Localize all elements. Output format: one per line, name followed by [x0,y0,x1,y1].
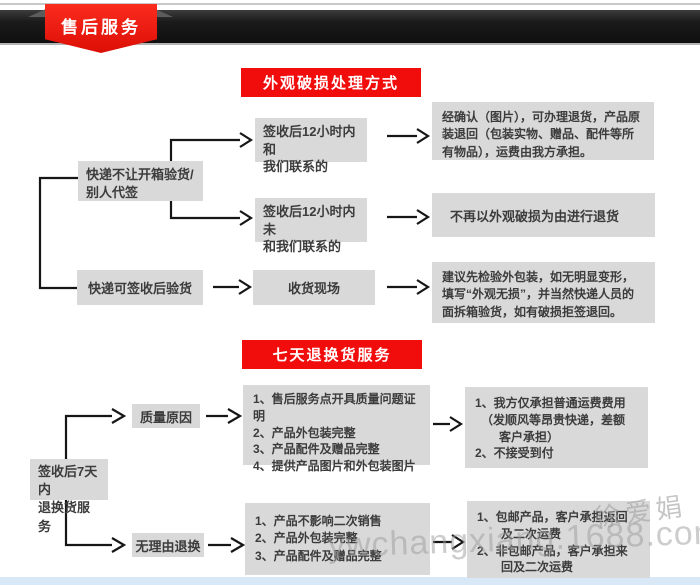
flow-node-check-packaging-advice: 建议先检验外包装，如无明显变形，填写“外观无损”，并当然快递人员的面拆箱验货，如… [432,262,655,323]
flow-node-no-return-for-damage: 不再以外观破损为由进行退货 [432,193,655,237]
flow-node-no-reason-return: 无理由退换 [132,533,204,557]
flow-node-no-contact-within-12h: 签收后12小时内未 和我们联系的 [255,198,367,254]
flow-node-quality-reason: 质量原因 [132,404,200,428]
section2-title-banner: 七天退换货服务 [242,340,422,369]
section1-title: 外观破损处理方式 [262,75,399,92]
top-divider-line [0,3,700,5]
section2-title: 七天退换货服务 [272,347,392,364]
flow-node-confirmed-return-policy: 经确认（图片），可办理退货，产品原装退回（包装实物、赠品、配件等所有物品），运费… [432,102,654,160]
flow-node-noreason-shipping-policy: 1、包邮产品，客户承担返回 及二次运费 2、非包邮产品，客户承担来 回及二次运费 [467,501,650,578]
ribbon-label: 售后服务 [61,18,141,37]
flow-node-noreason-conditions-list: 1、产品不影响二次销售 2、产品外包装完整 3、产品配件及赠品完整 [245,503,430,575]
flow-node-inspect-after-sign: 快递可签收后验货 [77,270,203,305]
flow-node-no-open-box-inspection: 快递不让开箱验货/ 别人代签 [78,161,203,201]
flow-node-contact-within-12h: 签收后12小时内和 我们联系的 [255,118,367,174]
flow-node-receiving-site: 收货现场 [253,270,375,305]
section1-title-banner: 外观破损处理方式 [241,68,421,97]
header-bar-bottom-edge [0,43,700,45]
bottom-blue-band [0,577,700,585]
flow-node-7day-return-service: 签收后7天内 退换货服务 [30,459,108,534]
ribbon-fold-right-icon [153,8,173,17]
flow-node-quality-conditions-list: 1、售后服务点开具质量问题证明 2、产品外包装完整 3、产品配件及赠品完整 4、… [243,385,430,473]
ribbon-fold-left-icon [28,8,48,17]
flow-node-quality-shipping-policy: 1、我方仅承担普通运费费用 （发顺风等昂贵快递，差额 客户承担） 2、不接受到付 [465,387,648,468]
